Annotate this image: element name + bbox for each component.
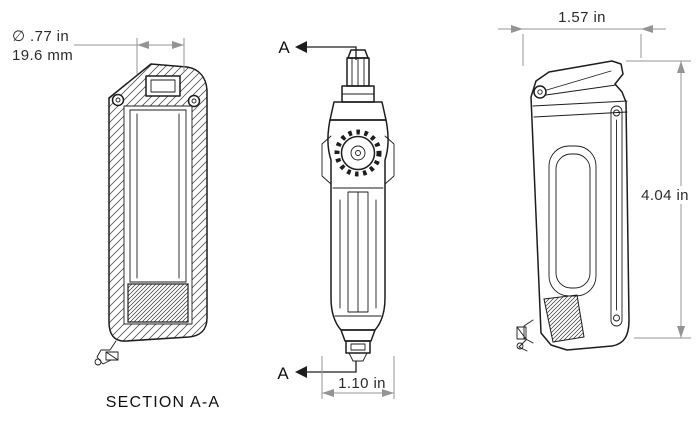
front-channel xyxy=(332,187,384,317)
side-grip xyxy=(543,294,585,343)
section-arrow-top xyxy=(295,41,307,53)
side-screw xyxy=(533,85,547,99)
battery-cell xyxy=(127,283,189,323)
dim-diameter-in: ∅ .77 in xyxy=(12,28,69,45)
side-outline xyxy=(530,60,630,351)
side-bottom-connector xyxy=(516,319,534,352)
battery-tube xyxy=(129,109,187,283)
front-view: A A xyxy=(277,38,395,383)
side-view xyxy=(516,60,630,352)
section-wall-hatch xyxy=(109,64,207,342)
side-cap-lines xyxy=(532,100,628,118)
dim-bottom: 1.10 in xyxy=(321,356,395,399)
front-wing-right xyxy=(384,135,395,185)
section-view xyxy=(94,63,208,366)
side-rail-slot xyxy=(610,105,623,327)
dim-height-value: 4.04 in xyxy=(641,187,689,204)
dimensions: ∅ .77 in 19.6 mm 1.10 in 1.57 in xyxy=(12,9,694,411)
dim-diameter: ∅ .77 in 19.6 mm xyxy=(12,28,185,74)
top-opening xyxy=(145,75,181,97)
top-post xyxy=(341,49,375,103)
bottom-clip xyxy=(94,340,119,366)
front-bottom-connector xyxy=(340,329,376,362)
dim-diameter-mm: 19.6 mm xyxy=(12,47,73,64)
screw-right xyxy=(187,94,201,108)
adjustment-knob xyxy=(334,129,382,177)
front-wing-left xyxy=(321,135,332,185)
dim-height: 4.04 in xyxy=(626,60,694,339)
front-shoulder xyxy=(329,101,387,121)
section-body-fill xyxy=(109,64,207,342)
section-cavity xyxy=(123,105,193,325)
dim-top: 1.57 in xyxy=(498,9,666,66)
section-arrow-bottom xyxy=(295,366,307,378)
top-opening-inner xyxy=(150,79,176,93)
section-outline xyxy=(108,63,208,342)
dim-bottom-width: 1.10 in xyxy=(338,375,386,392)
screw-left xyxy=(111,93,125,107)
section-cut-markers: A A xyxy=(277,38,357,383)
section-label: SECTION A-A xyxy=(106,394,221,411)
section-marker-bottom: A xyxy=(277,364,289,383)
section-marker-top: A xyxy=(278,38,290,57)
dim-top-width: 1.57 in xyxy=(558,9,606,26)
pocket-clip xyxy=(538,70,617,97)
